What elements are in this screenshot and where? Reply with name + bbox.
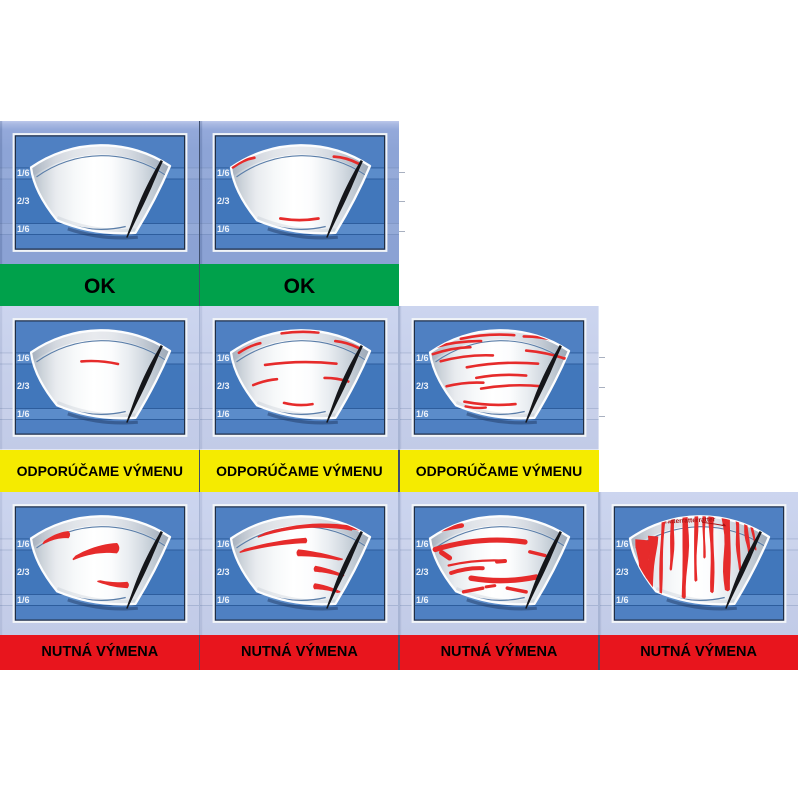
svg-text:1/6: 1/6 [416,353,429,363]
svg-text:1/6: 1/6 [17,167,30,177]
svg-text:2/3: 2/3 [217,381,230,391]
svg-text:2/3: 2/3 [217,566,230,576]
svg-text:1/6: 1/6 [217,538,230,548]
svg-text:1/6: 1/6 [416,594,429,604]
svg-text:2/3: 2/3 [416,566,429,576]
svg-text:2/3: 2/3 [17,381,30,391]
svg-text:2/3: 2/3 [17,566,30,576]
svg-text:ratterratterratter: ratterratterratter [665,516,716,525]
svg-text:1/6: 1/6 [17,594,30,604]
svg-text:1/6: 1/6 [17,353,30,363]
svg-text:1/6: 1/6 [17,409,30,419]
svg-text:1/6: 1/6 [217,353,230,363]
svg-text:2/3: 2/3 [416,381,429,391]
svg-text:2/3: 2/3 [217,195,230,205]
svg-text:2/3: 2/3 [17,195,30,205]
svg-text:1/6: 1/6 [17,538,30,548]
svg-text:1/6: 1/6 [217,409,230,419]
svg-text:1/6: 1/6 [17,223,30,233]
svg-text:1/6: 1/6 [217,223,230,233]
svg-text:1/6: 1/6 [616,594,629,604]
svg-text:2/3: 2/3 [616,566,629,576]
svg-text:1/6: 1/6 [217,594,230,604]
svg-text:1/6: 1/6 [416,409,429,419]
svg-text:1/6: 1/6 [616,538,629,548]
svg-text:1/6: 1/6 [217,167,230,177]
svg-text:1/6: 1/6 [416,538,429,548]
